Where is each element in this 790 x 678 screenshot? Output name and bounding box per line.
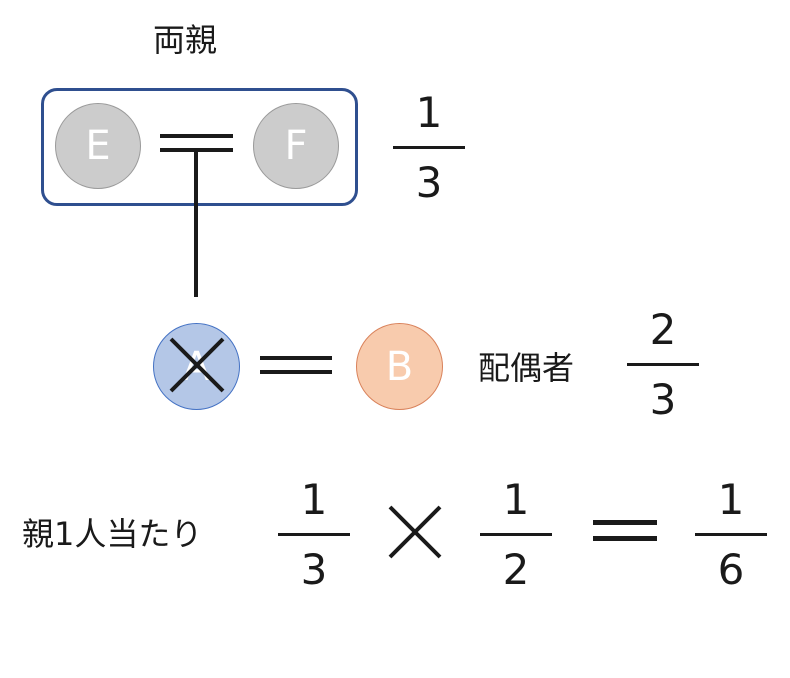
equals-sign-bottom (593, 536, 657, 541)
equals-sign-top (593, 520, 657, 525)
calc-first-denominator: 3 (300, 545, 328, 594)
person-e-node: E (55, 103, 141, 189)
spouse-label: 配偶者 (478, 349, 575, 387)
fraction-bar (627, 363, 699, 366)
calc-result-numerator: 1 (717, 475, 745, 524)
parents-share-numerator: 1 (415, 88, 443, 137)
fraction-bar (393, 146, 465, 149)
calc-second-numerator: 1 (502, 475, 530, 524)
spouse-line-bottom (260, 370, 332, 374)
fraction-bar (278, 533, 350, 536)
calc-second-denominator: 2 (502, 545, 530, 594)
parents-heading: 両親 (153, 21, 218, 59)
spouse-share-numerator: 2 (649, 305, 677, 354)
calc-first-numerator: 1 (300, 475, 328, 524)
person-b-node: B (356, 323, 443, 410)
multiply-sign (388, 505, 442, 559)
spouse-share-denominator: 3 (649, 375, 677, 424)
marriage-line-top (160, 134, 233, 138)
fraction-bar (480, 533, 552, 536)
parents-group-frame (41, 88, 358, 206)
spouse-line-top (260, 356, 332, 360)
per-parent-label: 親1人当たり (22, 515, 203, 553)
descent-line (194, 150, 198, 297)
parents-share-denominator: 3 (415, 158, 443, 207)
person-f-node: F (253, 103, 339, 189)
deceased-cross-mark (169, 337, 225, 393)
calc-result-denominator: 6 (717, 545, 745, 594)
fraction-bar (695, 533, 767, 536)
